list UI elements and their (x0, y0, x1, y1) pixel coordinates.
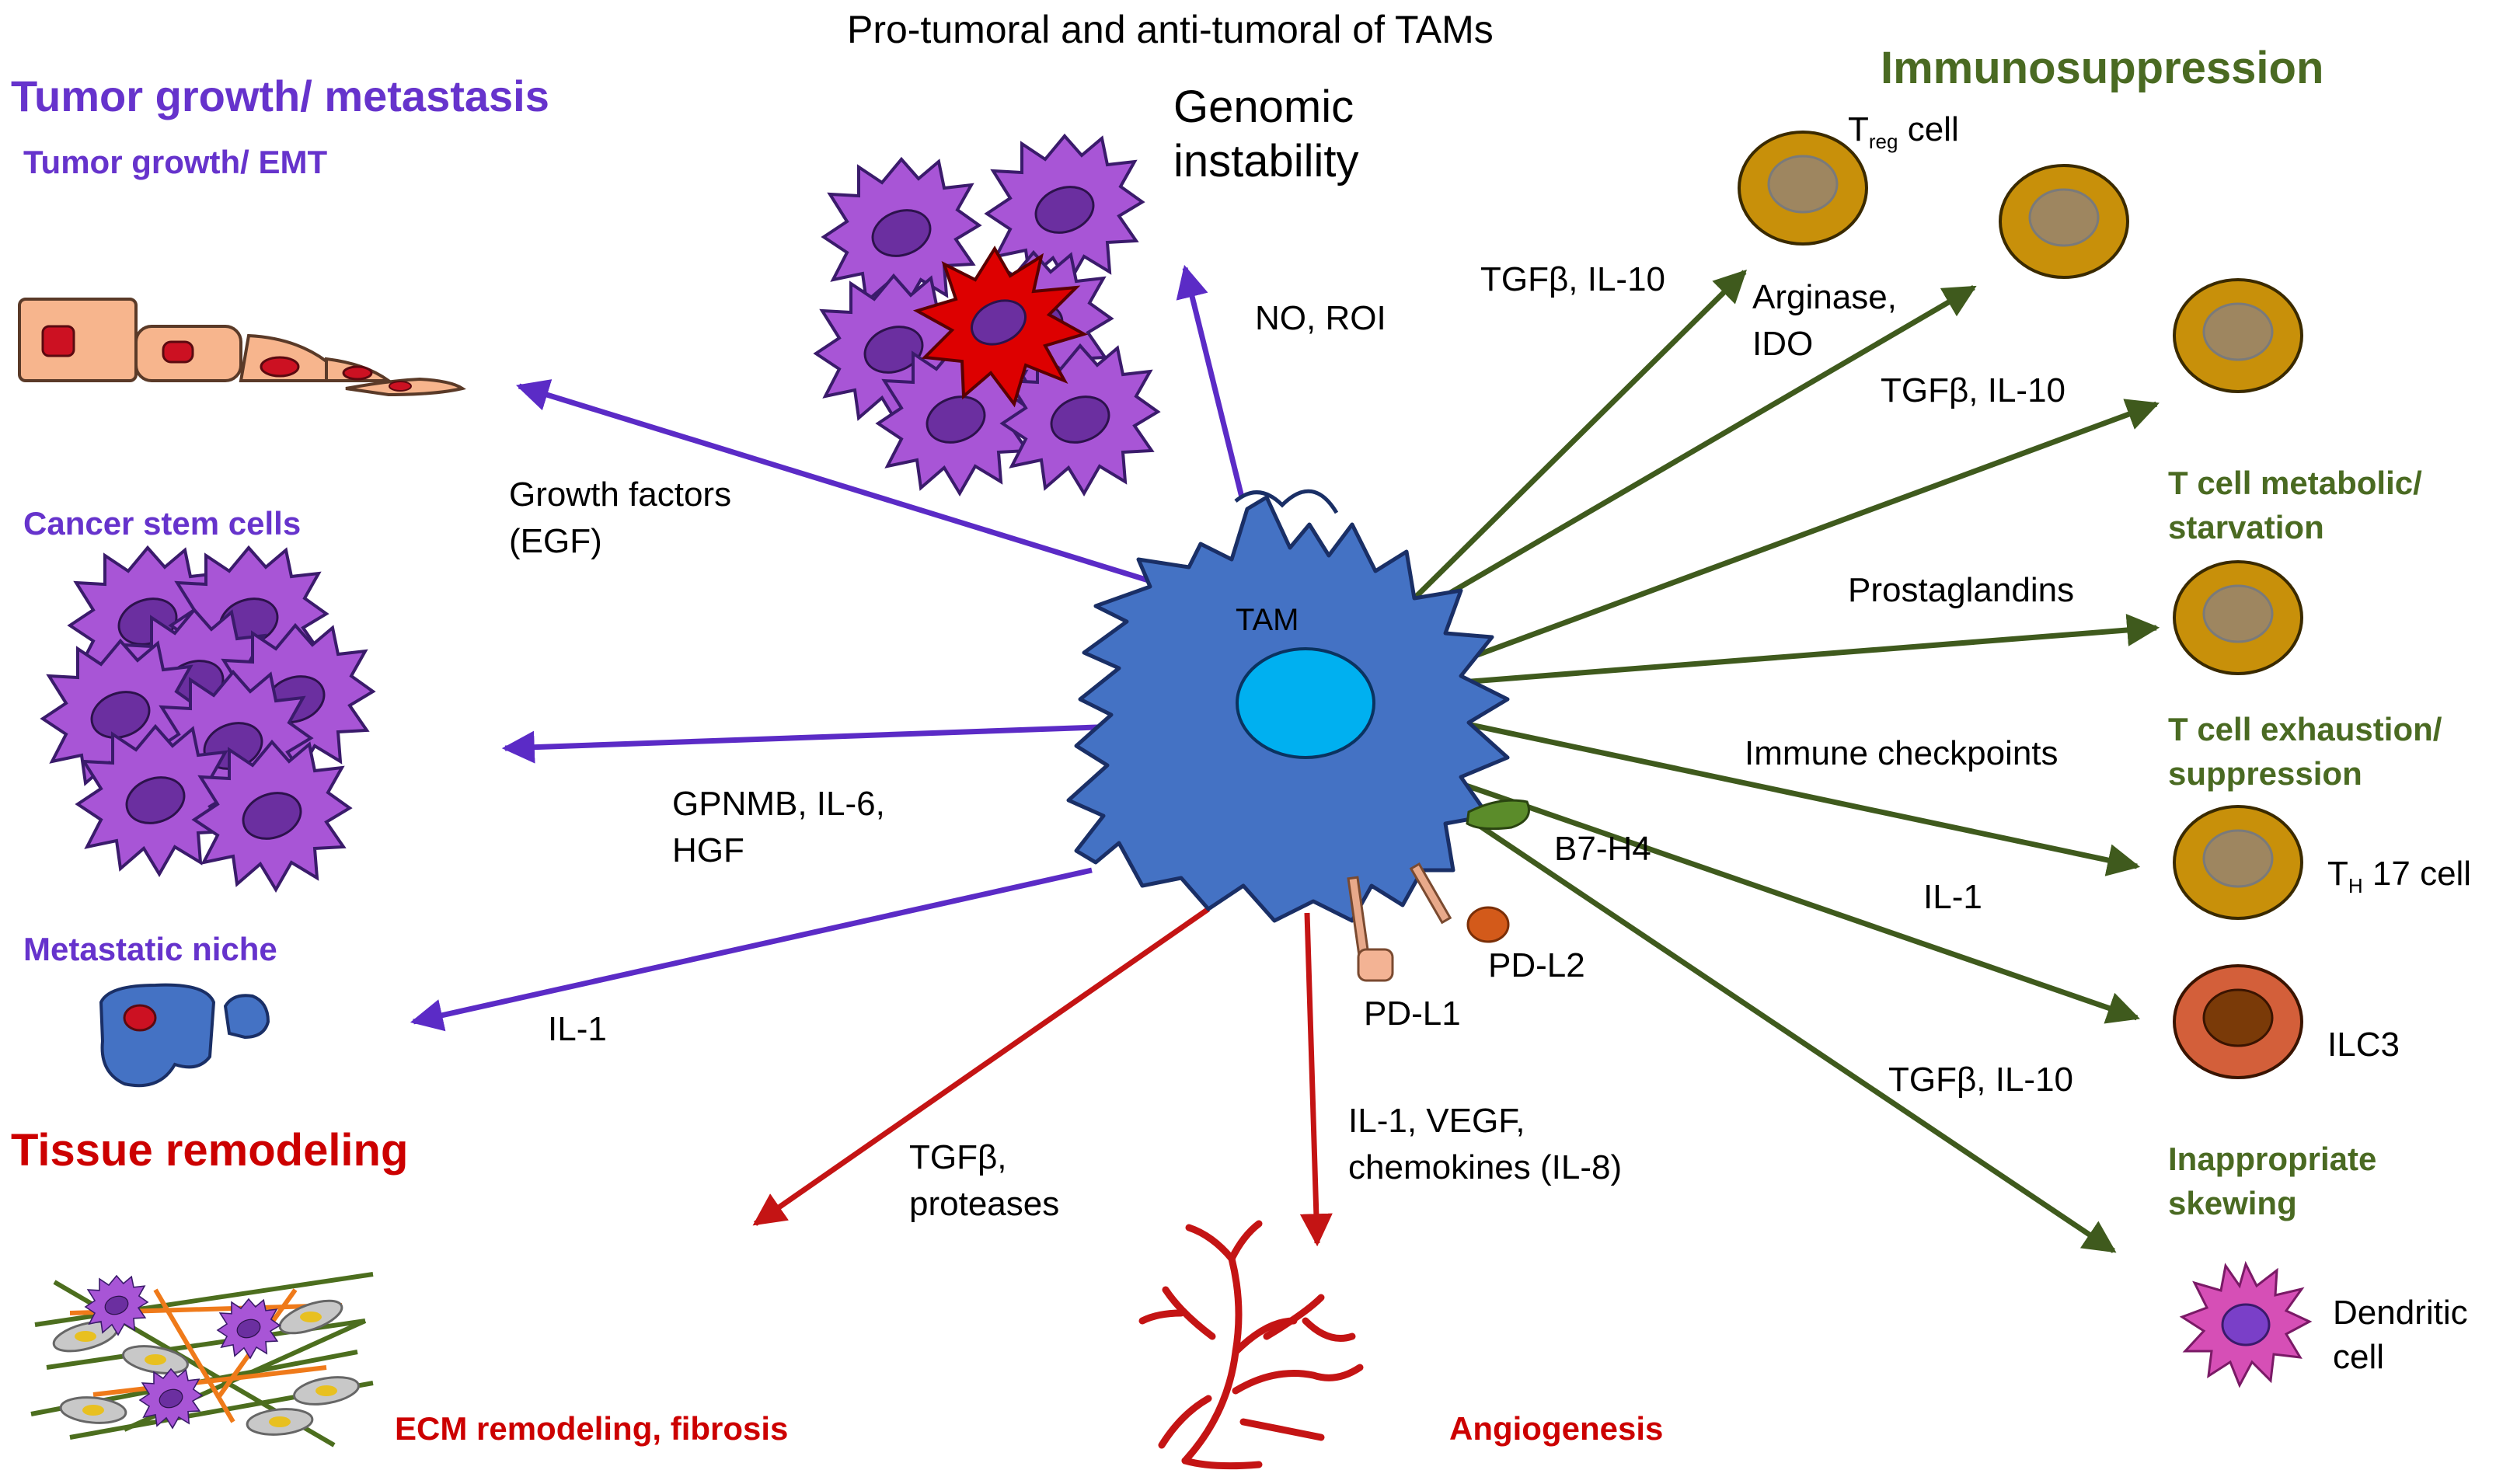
treg-cell-2 (1999, 164, 2129, 279)
label-b7h4: B7-H4 (1554, 830, 1651, 868)
label-il1-vegf: IL-1, VEGF, (1348, 1102, 1525, 1140)
metastatic-niche-icon (99, 983, 270, 1088)
heading-tissue-remodeling: Tissue remodeling (11, 1125, 409, 1176)
label-metabolic: T cell metabolic/ (2168, 465, 2422, 501)
genomic-instability-icon (814, 134, 1159, 495)
label-il1-left: IL-1 (548, 1010, 607, 1048)
ilc3-cell (2173, 964, 2303, 1079)
label-tgfb: TGFβ, (909, 1138, 1007, 1176)
angiogenesis-icon (1138, 1220, 1364, 1470)
arrow-to-tcell-3 (1440, 399, 2160, 671)
tam-nucleus (1236, 647, 1375, 759)
heading-tumor-growth-metastasis: Tumor growth/ metastasis (11, 71, 549, 120)
label-il1-right: IL-1 (1923, 878, 1982, 916)
arrow-to-th17 (1441, 716, 2141, 876)
label-exhaustion: T cell exhaustion/ (2168, 711, 2442, 747)
arrow-to-genomic (1176, 264, 1245, 498)
label-ecm-remodeling: ECM remodeling, fibrosis (395, 1410, 789, 1447)
label-proteases: proteases (909, 1185, 1060, 1223)
arrow-to-angiogenesis (1299, 912, 1333, 1247)
figure-title: Pro-tumoral and anti-tumoral of TAMs (847, 8, 1494, 51)
label-tgfb-il10-c: TGFβ, IL-10 (1888, 1061, 2074, 1099)
label-dendritic-cell: cell (2333, 1338, 2385, 1376)
label-pdl1: PD-L1 (1364, 995, 1461, 1033)
pdl2-receptor (1409, 862, 1510, 943)
label-ido: IDO (1752, 325, 1814, 363)
arrow-to-treg-2 (1413, 284, 1977, 617)
ecm-fibrosis-icon (30, 1272, 374, 1447)
label-gpnmb: GPNMB, IL-6, (672, 785, 885, 823)
arrow-to-dendritic (1440, 798, 2117, 1253)
label-egf: (EGF) (509, 522, 602, 560)
th17-cell (2173, 805, 2303, 920)
tam-label: TAM (1236, 603, 1299, 637)
t-cell-metabolic (2173, 560, 2303, 675)
tam-cell (1066, 489, 1530, 982)
red-arrows (752, 907, 1333, 1247)
label-tgfb-il10-b: TGFβ, IL-10 (1881, 371, 2066, 409)
label-arginase: Arginase, (1752, 278, 1897, 316)
label-inappropriate: Inappropriate (2168, 1141, 2377, 1177)
label-growth-factors: Growth factors (509, 476, 732, 514)
label-prostaglandins: Prostaglandins (1848, 571, 2075, 609)
arrow-to-ecm (752, 907, 1210, 1226)
label-suppression: suppression (2168, 755, 2362, 792)
emt-cells-icon (18, 298, 466, 397)
arrow-to-cancer-stem (501, 723, 1120, 764)
label-ilc3: ILC3 (2327, 1026, 2400, 1064)
label-genomic: Genomic (1173, 82, 1354, 132)
label-th17-cell: TH 17 cell (2327, 855, 2472, 897)
label-metastatic-niche: Metastatic niche (23, 931, 277, 967)
arrow-to-treg-1 (1404, 270, 1747, 608)
pdl1-receptor (1347, 876, 1394, 982)
green-arrows (1404, 270, 2160, 1253)
label-instability: instability (1173, 136, 1359, 186)
arrow-to-metastatic (410, 867, 1093, 1032)
label-treg-cell: Treg cell (1848, 110, 1959, 153)
arrow-to-tumor-growth (515, 379, 1183, 594)
label-chemokines: chemokines (IL-8) (1348, 1148, 1623, 1186)
label-skewing: skewing (2168, 1185, 2297, 1221)
label-cancer-stem-cells: Cancer stem cells (23, 505, 302, 542)
arrow-to-ilc3 (1440, 774, 2140, 1024)
label-pdl2: PD-L2 (1488, 946, 1585, 984)
label-angiogenesis: Angiogenesis (1449, 1410, 1664, 1447)
label-dendritic: Dendritic (2333, 1294, 2468, 1332)
label-starvation: starvation (2168, 509, 2324, 545)
cancer-stem-cells-icon (41, 546, 375, 891)
label-tumor-growth-emt: Tumor growth/ EMT (23, 144, 328, 180)
dendritic-cell (2179, 1260, 2313, 1388)
purple-arrows (410, 264, 1245, 1032)
label-tgfb-il10-a: TGFβ, IL-10 (1480, 260, 1666, 298)
b7h4-receptor (1466, 799, 1530, 831)
label-no-roi: NO, ROI (1255, 299, 1386, 337)
arrow-to-tcell-metabolic (1441, 614, 2160, 687)
label-hgf: HGF (672, 831, 744, 869)
t-cell-3 (2173, 278, 2303, 393)
label-immune-checkpoints: Immune checkpoints (1745, 734, 2059, 772)
heading-immunosuppression: Immunosuppression (1881, 43, 2324, 93)
